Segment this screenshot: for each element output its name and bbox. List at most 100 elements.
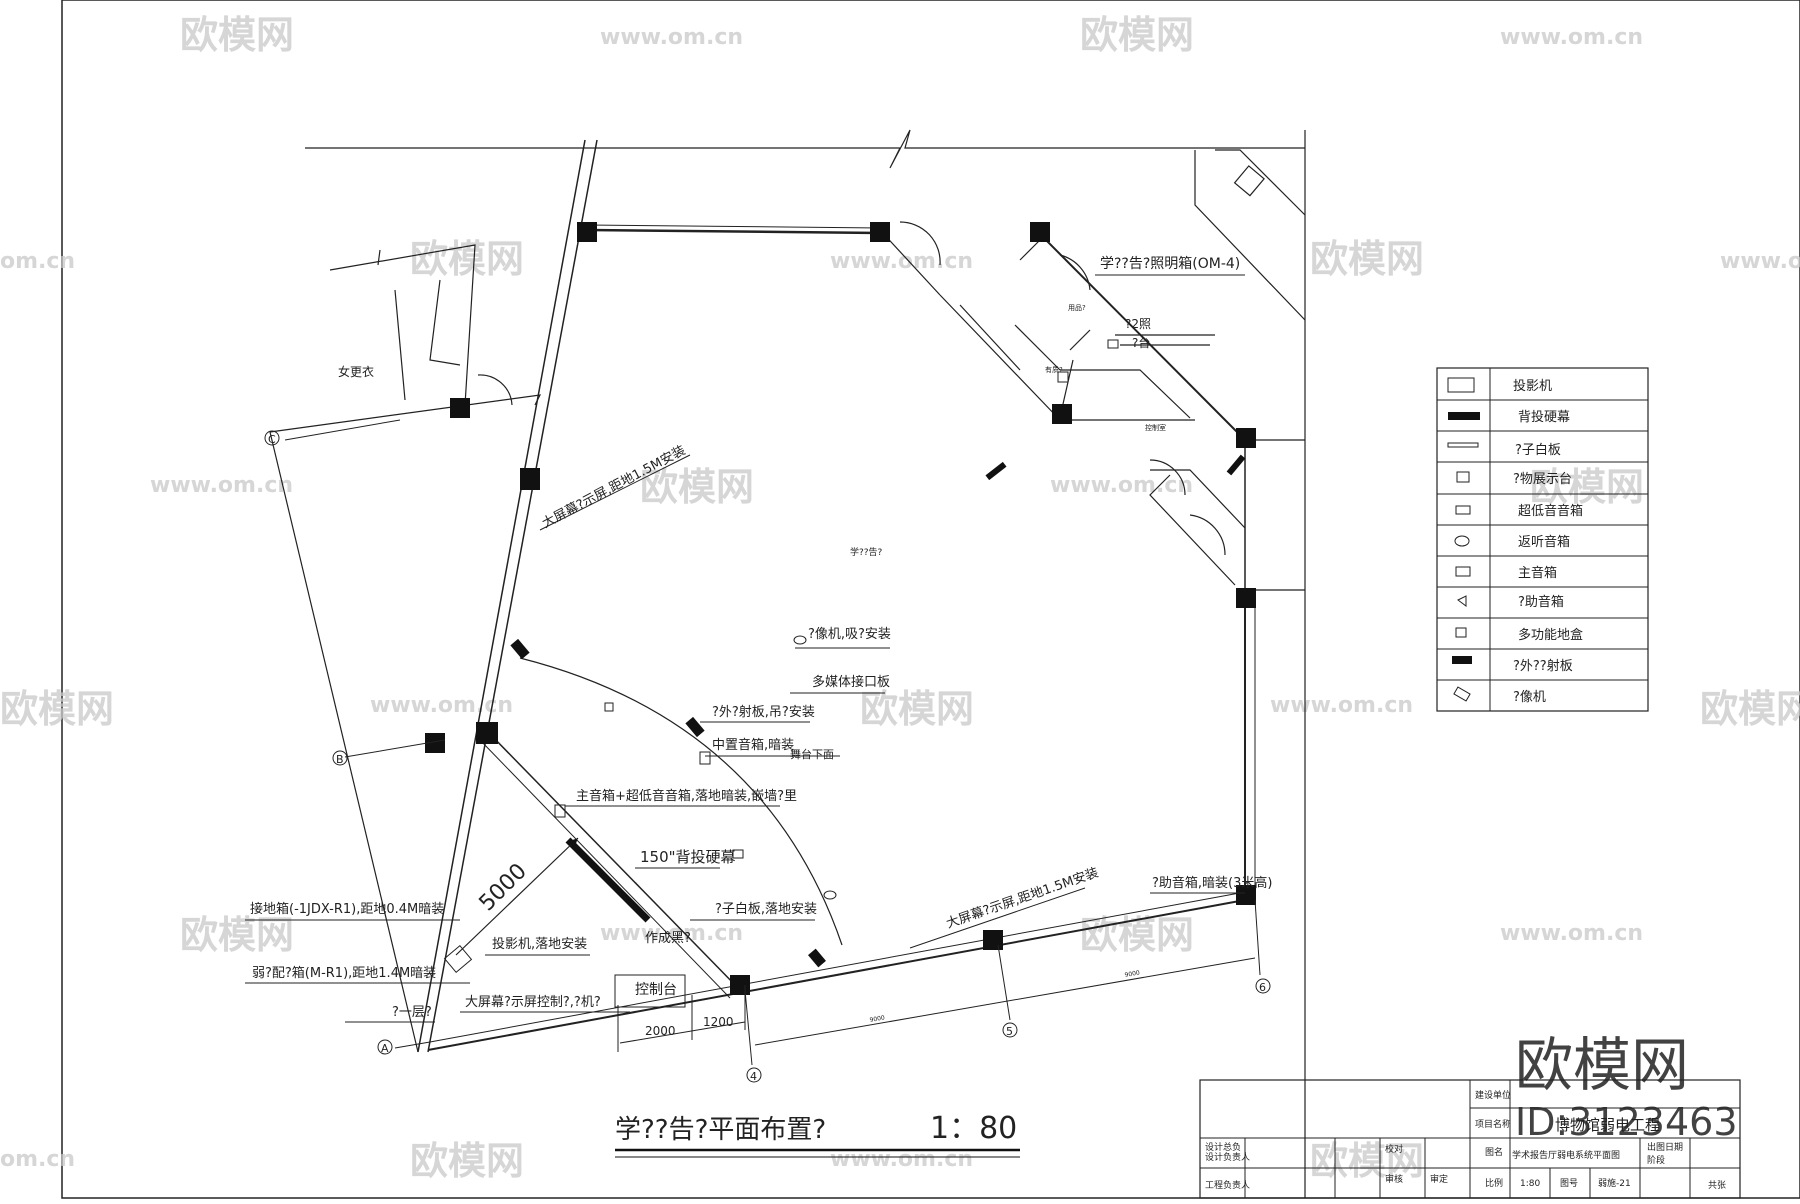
tb-number-value: 弱施-21 <box>1598 1177 1631 1189</box>
camera-symbol-icon <box>1453 686 1471 702</box>
projector-symbol-icon <box>1447 377 1475 393</box>
tb-stage-label: 阶段 <box>1647 1154 1665 1166</box>
tb-date-label: 出图日期 <box>1647 1141 1683 1153</box>
changing-room <box>269 244 542 1053</box>
tb-project-name: 博物馆弱电工程 <box>1555 1116 1660 1134</box>
tb-number-label: 图号 <box>1560 1178 1578 1189</box>
room-label-changing: 女更衣 <box>338 364 374 379</box>
tb-left-label: 工程负责人 <box>1205 1179 1250 1191</box>
structural-columns <box>425 222 1256 995</box>
dim-1200: 1200 <box>703 1015 734 1029</box>
room-label-equip-a: 用品? <box>1068 304 1086 312</box>
drawing-title: 学??告?平面布置? <box>615 1115 826 1145</box>
watermark-url: www.om.cn <box>1500 25 1643 50</box>
dim-5000: 5000 <box>475 859 532 916</box>
annotation-rear-screen: 150"背投硬幕 <box>640 848 736 866</box>
watermark-brand: 欧模网 <box>1700 687 1800 731</box>
rear-screen <box>565 837 651 923</box>
monitor-speaker-symbol-icon <box>1454 535 1470 547</box>
annotation-lighting: ?2照 <box>1125 317 1151 331</box>
stage-area <box>443 339 1246 1008</box>
watermark-brand: 欧模网 <box>410 1139 524 1183</box>
drawing-title-group: 学??告?平面布置? 1：80 <box>615 1111 1020 1158</box>
annotation-media-panel: 多媒体接口板 <box>812 674 890 690</box>
main-speaker-symbol-icon <box>1455 566 1471 577</box>
annotation-first-floor: ?一层? <box>392 1005 432 1020</box>
watermark-brand: 欧模网 <box>1310 1139 1424 1183</box>
annotation-aux-speaker: ?助音箱,暗装(3米高) <box>1152 875 1272 891</box>
dim-bottom-b: 9000 <box>1124 969 1140 979</box>
dim-2000: 2000 <box>645 1024 676 1038</box>
tb-check-label: 审定 <box>1430 1173 1448 1185</box>
tb-sheet-label: 图名 <box>1485 1146 1503 1158</box>
legend-icons <box>1447 377 1480 702</box>
watermark-url: om.cn <box>0 249 75 274</box>
watermark-url: om.cn <box>0 1147 75 1172</box>
control-desk <box>614 974 686 1008</box>
dimension-lines <box>284 419 1261 1066</box>
legend-label: 背投硬幕 <box>1518 409 1570 425</box>
dim-bottom-a: 9000 <box>869 1014 885 1024</box>
watermark-brand: 欧模网 <box>410 237 524 281</box>
annotation-projector: 投影机,落地安装 <box>492 936 587 952</box>
corner-id: ID:3123463 <box>1515 1100 1738 1144</box>
room-label-equip-b: 有质? <box>1045 365 1063 374</box>
axis-label-6: 6 <box>1259 981 1266 994</box>
legend-label: 投影机 <box>1513 378 1552 394</box>
watermark-brand: 欧模网 <box>860 687 974 731</box>
watermark-url: www.om.cn <box>1270 693 1413 718</box>
aux-speaker-symbol-icon <box>1457 595 1467 607</box>
annotation-black-wall: 作成黑? <box>645 931 691 946</box>
watermark-brand: 欧模网 <box>1080 13 1194 57</box>
legend-label: 超低音音箱 <box>1518 503 1583 519</box>
tb-scale-label: 比例 <box>1485 1177 1503 1189</box>
tb-check-label: 审核 <box>1385 1173 1403 1185</box>
projector-symbol-icon <box>443 944 473 974</box>
axis-label-A: A <box>381 1042 389 1055</box>
legend-label: ?外??射板 <box>1513 658 1573 674</box>
legend-label: ?物展示台 <box>1513 472 1572 487</box>
hall-walls <box>417 139 1256 1053</box>
legend-label: ?像机 <box>1513 690 1546 705</box>
drawing-frame <box>61 0 1800 1199</box>
annotation-camera: ?像机,吸?安装 <box>808 627 891 642</box>
rear-screen-symbol-icon <box>1448 412 1480 420</box>
side-rooms <box>879 221 1246 586</box>
annotation-big-screen-right: 大屏幕?示屏,距地1.5M安装 <box>944 866 1100 932</box>
ir-emitter-symbol-icon <box>1452 656 1472 664</box>
legend-label: ?助音箱 <box>1518 594 1564 610</box>
tb-sheet-name: 学术报告厅弱电系统平面图 <box>1512 1149 1620 1161</box>
annotation-control-desk: 控制台 <box>635 982 677 998</box>
tb-left-label: 设计负责人 <box>1205 1151 1250 1163</box>
tb-pages-label: 共张 <box>1708 1180 1726 1191</box>
annotation-lighting-box: 学??告?照明箱(OM-4) <box>1100 256 1240 272</box>
room-label-control: 控制室 <box>1145 423 1166 432</box>
annotation-ir-emitter: ?外?射板,吊?安装 <box>712 704 815 720</box>
subwoofer-symbol-icon <box>1455 505 1471 515</box>
background-watermarks: 欧模网 欧模网 欧模网 欧模网 欧模网 欧模网 欧模网 欧模网 欧模网 欧模网 … <box>0 13 1800 1183</box>
tb-owner-label: 建设单位 <box>1475 1089 1511 1101</box>
annotation-stage-below: 舞台下面 <box>790 747 834 761</box>
annotation-whiteboard: ?子白板,落地安装 <box>715 901 817 917</box>
room-labels: 女更衣 学??告? 用品? 有质? 控制室 <box>338 304 1166 558</box>
room-label-main: 学??告? <box>850 546 883 558</box>
annotations: 大屏幕?示屏,距地1.5M安装 ?像机,吸?安装 多媒体接口板 ?外?射板,吊?… <box>245 256 1272 1023</box>
drawing-scale: 1：80 <box>930 1111 1017 1146</box>
annotation-main-speaker: 主音箱+超低音音箱,落地暗装,嵌墙?里 <box>576 788 797 804</box>
axis-markers: C B A 4 5 6 <box>264 430 1271 1083</box>
title-block: 建设单位 项目名称 图名 比例 图号 出图日期 阶段 共张 设计总负 设计负责人… <box>1199 1079 1741 1199</box>
legend-table: 投影机 背投硬幕 ?子白板 ?物展示台 超低音音箱 返听音箱 主音箱 ?助音箱 … <box>1436 367 1649 712</box>
annotation-desk: ?台 <box>1132 335 1150 350</box>
corner-watermark: 欧模网 ID:3123463 <box>1515 1031 1738 1144</box>
floor-box-symbol-icon <box>1455 627 1467 638</box>
annotation-screen-controller: 大屏幕?示屏控制?,?机? <box>465 995 601 1010</box>
watermark-brand: 欧模网 <box>1530 465 1644 509</box>
axis-label-5: 5 <box>1006 1025 1013 1038</box>
watermark-url: www.om.cn <box>370 693 513 718</box>
watermark-url: www.om.cn <box>600 25 743 50</box>
axis-label-B: B <box>336 753 344 766</box>
legend-label: ?子白板 <box>1515 442 1561 458</box>
annotation-weak-box: 弱?配?箱(M-R1),距地1.4M暗装 <box>252 965 436 981</box>
